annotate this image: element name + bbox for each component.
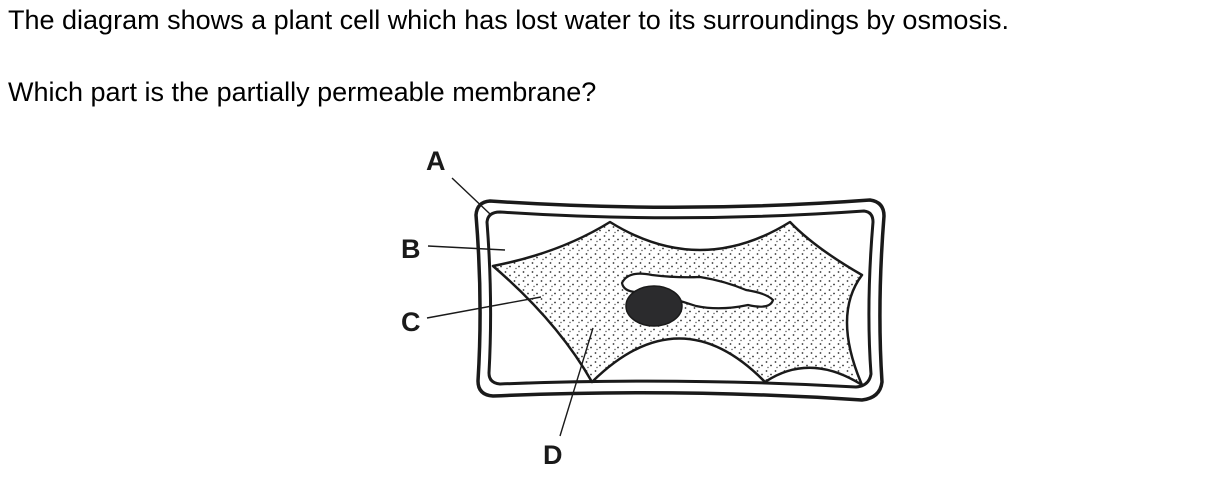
- label-c: C: [401, 307, 421, 337]
- label-line-d: [559, 327, 594, 437]
- nucleus: [625, 285, 683, 327]
- label-line-b: [427, 245, 506, 251]
- cell-wall-outer: [474, 198, 886, 402]
- label-line-c: [426, 296, 542, 319]
- label-a: A: [426, 146, 446, 176]
- label-line-a: [451, 177, 491, 215]
- label-b: B: [401, 234, 421, 264]
- label-d: D: [543, 440, 563, 470]
- cell-wall-inner: [485, 209, 875, 389]
- question-prompt: Which part is the partially permeable me…: [8, 77, 597, 107]
- question-intro: The diagram shows a plant cell which has…: [8, 5, 1009, 35]
